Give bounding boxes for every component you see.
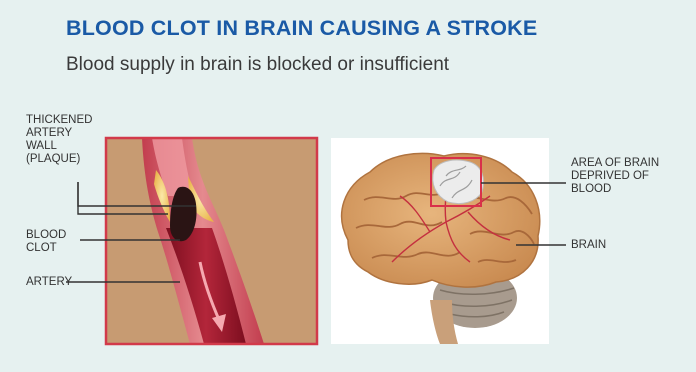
artery-panel [106,138,317,344]
brain-panel [331,138,549,344]
clot-label: BLOOD CLOT [26,229,66,255]
artery-label: ARTERY [26,276,72,289]
deprived-area [433,160,484,203]
plaque-label: THICKENED ARTERY WALL (PLAQUE) [26,114,92,166]
brain-label: BRAIN [571,239,606,252]
deprived-area-label: AREA OF BRAIN DEPRIVED OF BLOOD [571,157,659,196]
